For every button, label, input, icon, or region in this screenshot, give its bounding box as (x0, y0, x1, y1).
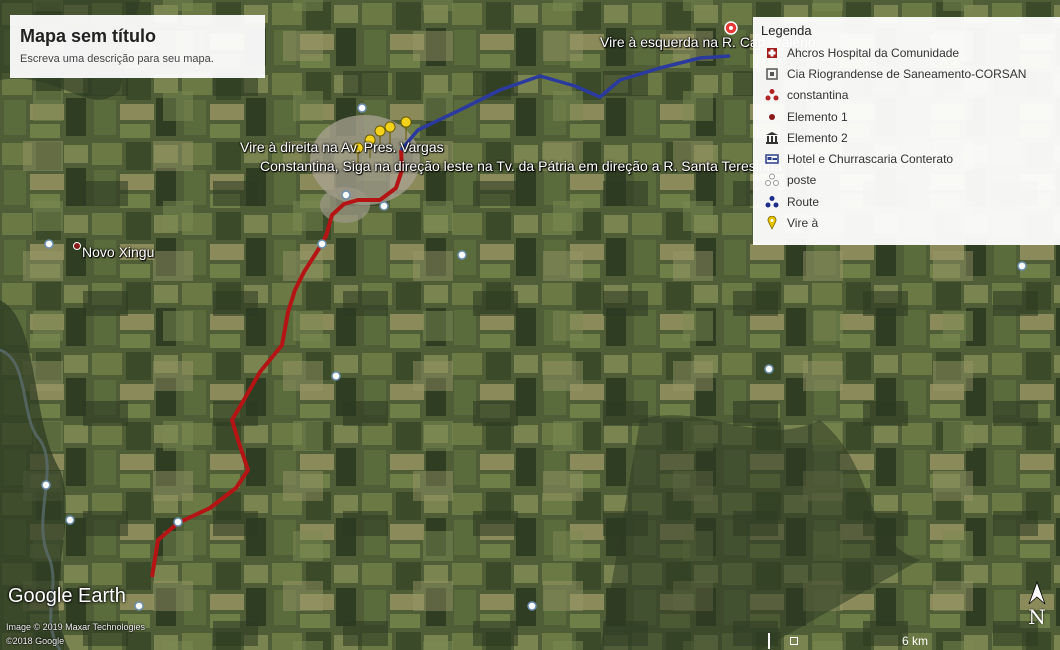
poste-markers (41, 103, 1027, 611)
cluster-outline-icon (765, 173, 779, 187)
map-title-card[interactable]: Mapa sem título Escreva uma descrição pa… (10, 15, 265, 78)
legend-item[interactable]: poste (761, 170, 1052, 191)
bed-icon (765, 152, 779, 166)
label-novo-xingu: Novo Xingu (82, 244, 155, 260)
museum-icon (765, 131, 779, 145)
route-blue-line (399, 54, 731, 152)
map-title[interactable]: Mapa sem título (20, 26, 157, 46)
legend-item[interactable]: Hotel e Churrascaria Conterato (761, 148, 1052, 169)
route-dots-icon (765, 195, 779, 209)
label-vire-direita: Vire à direita na Av. Pres. Vargas (240, 139, 444, 155)
north-arrow-icon (1028, 580, 1046, 605)
compass-label: N (1028, 605, 1046, 629)
legend-item[interactable]: Vire à (761, 212, 1052, 233)
legend-title: Legenda (761, 23, 812, 38)
google-earth-logo: Google Earth (8, 585, 126, 607)
legend-panel: Legenda Ahcros Hospital da Comunidade Ci… (753, 17, 1060, 245)
vire-pins (352, 116, 412, 167)
scale-bar: 6 km (768, 630, 968, 650)
scale-label: 6 km (902, 634, 929, 648)
legend-item[interactable]: Ahcros Hospital da Comunidade (761, 42, 1052, 63)
pin-icon (765, 216, 779, 230)
legend-item[interactable]: Route (761, 191, 1052, 212)
google-credit: ©2018 Google (6, 636, 65, 646)
square-building-icon (765, 67, 779, 81)
compass[interactable]: N (1025, 580, 1049, 636)
image-credit: Image © 2019 Maxar Technologies (6, 622, 146, 632)
map-description[interactable]: Escreva uma descrição para seu mapa. (20, 53, 214, 65)
legend-item[interactable]: Elemento 1 (761, 106, 1052, 127)
legend-item[interactable]: constantina (761, 85, 1052, 106)
end-pin-icon (724, 21, 738, 35)
route-red-line (150, 149, 404, 578)
hospital-icon (765, 46, 779, 60)
legend-item[interactable]: Cia Riograndense de Saneamento-CORSAN (761, 63, 1052, 84)
novo-xingu-marker (73, 242, 81, 250)
cluster-dots-icon (765, 88, 779, 102)
label-constantina-siga: Constantina, Siga na direção leste na Tv… (260, 158, 783, 174)
legend-item[interactable]: Elemento 2 (761, 127, 1052, 148)
dot-icon (765, 110, 779, 124)
